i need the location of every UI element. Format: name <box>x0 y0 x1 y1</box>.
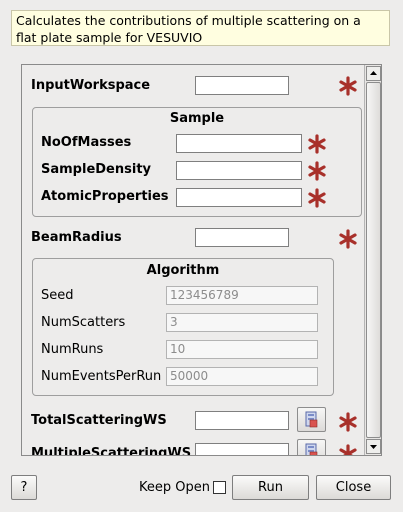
algorithm-group-title: Algorithm <box>146 263 220 278</box>
arrow-up-icon <box>370 71 377 75</box>
algorithm-description: Calculates the contributions of multiple… <box>11 10 390 46</box>
sample-density-label: SampleDensity <box>41 162 152 177</box>
seed-label: Seed <box>41 288 74 303</box>
help-button[interactable]: ? <box>11 475 37 500</box>
vertical-scrollbar[interactable] <box>364 65 381 455</box>
input-workspace-label: InputWorkspace <box>31 78 151 93</box>
properties-scroll-area[interactable]: InputWorkspace Sample NoOfMasses SampleD… <box>21 64 382 456</box>
algorithm-group: Algorithm Seed 123456789 NumScatters 3 N… <box>32 258 334 396</box>
num-runs-label: NumRuns <box>41 342 104 357</box>
num-scatters-label: NumScatters <box>41 315 126 330</box>
required-asterisk-icon <box>308 188 326 208</box>
scroll-down-button[interactable] <box>366 439 381 454</box>
num-scatters-field[interactable]: 3 <box>166 313 318 332</box>
beam-radius-field[interactable] <box>195 228 289 247</box>
run-button[interactable]: Run <box>232 475 309 500</box>
workspace-browse-icon <box>305 411 318 428</box>
scrollbar-thumb[interactable] <box>366 82 381 438</box>
multiple-scattering-ws-browse-button[interactable] <box>297 439 326 455</box>
num-events-per-run-label: NumEventsPerRun <box>41 369 162 384</box>
required-asterisk-icon <box>339 76 357 96</box>
no-of-masses-label: NoOfMasses <box>41 135 132 150</box>
atomic-properties-field[interactable] <box>176 188 302 207</box>
multiple-scattering-ws-label: MultipleScatteringWS <box>31 446 192 456</box>
total-scattering-ws-field[interactable] <box>195 411 289 430</box>
required-asterisk-icon <box>308 161 326 181</box>
required-asterisk-icon <box>339 229 357 249</box>
properties-panel: InputWorkspace Sample NoOfMasses SampleD… <box>22 65 364 456</box>
input-workspace-field[interactable] <box>195 76 289 95</box>
sample-group-title: Sample <box>169 111 225 126</box>
seed-field[interactable]: 123456789 <box>166 286 318 305</box>
close-button[interactable]: Close <box>316 475 391 500</box>
keep-open-checkbox[interactable] <box>213 481 226 494</box>
required-asterisk-icon <box>339 444 357 455</box>
num-runs-field[interactable]: 10 <box>166 340 318 359</box>
keep-open-label: Keep Open <box>139 480 210 495</box>
required-asterisk-icon <box>339 412 357 432</box>
arrow-down-icon <box>370 445 377 449</box>
no-of-masses-field[interactable] <box>176 134 302 153</box>
required-asterisk-icon <box>308 134 326 154</box>
multiple-scattering-ws-field[interactable] <box>195 443 289 455</box>
total-scattering-ws-browse-button[interactable] <box>297 407 326 432</box>
total-scattering-ws-label: TotalScatteringWS <box>31 413 167 428</box>
sample-density-field[interactable] <box>176 161 302 180</box>
scroll-up-button[interactable] <box>366 66 381 81</box>
atomic-properties-label: AtomicProperties <box>41 189 169 204</box>
num-events-per-run-field[interactable]: 50000 <box>166 367 318 386</box>
workspace-browse-icon <box>305 443 318 455</box>
beam-radius-label: BeamRadius <box>31 230 122 245</box>
sample-group: Sample NoOfMasses SampleDensity AtomicPr… <box>32 107 362 217</box>
